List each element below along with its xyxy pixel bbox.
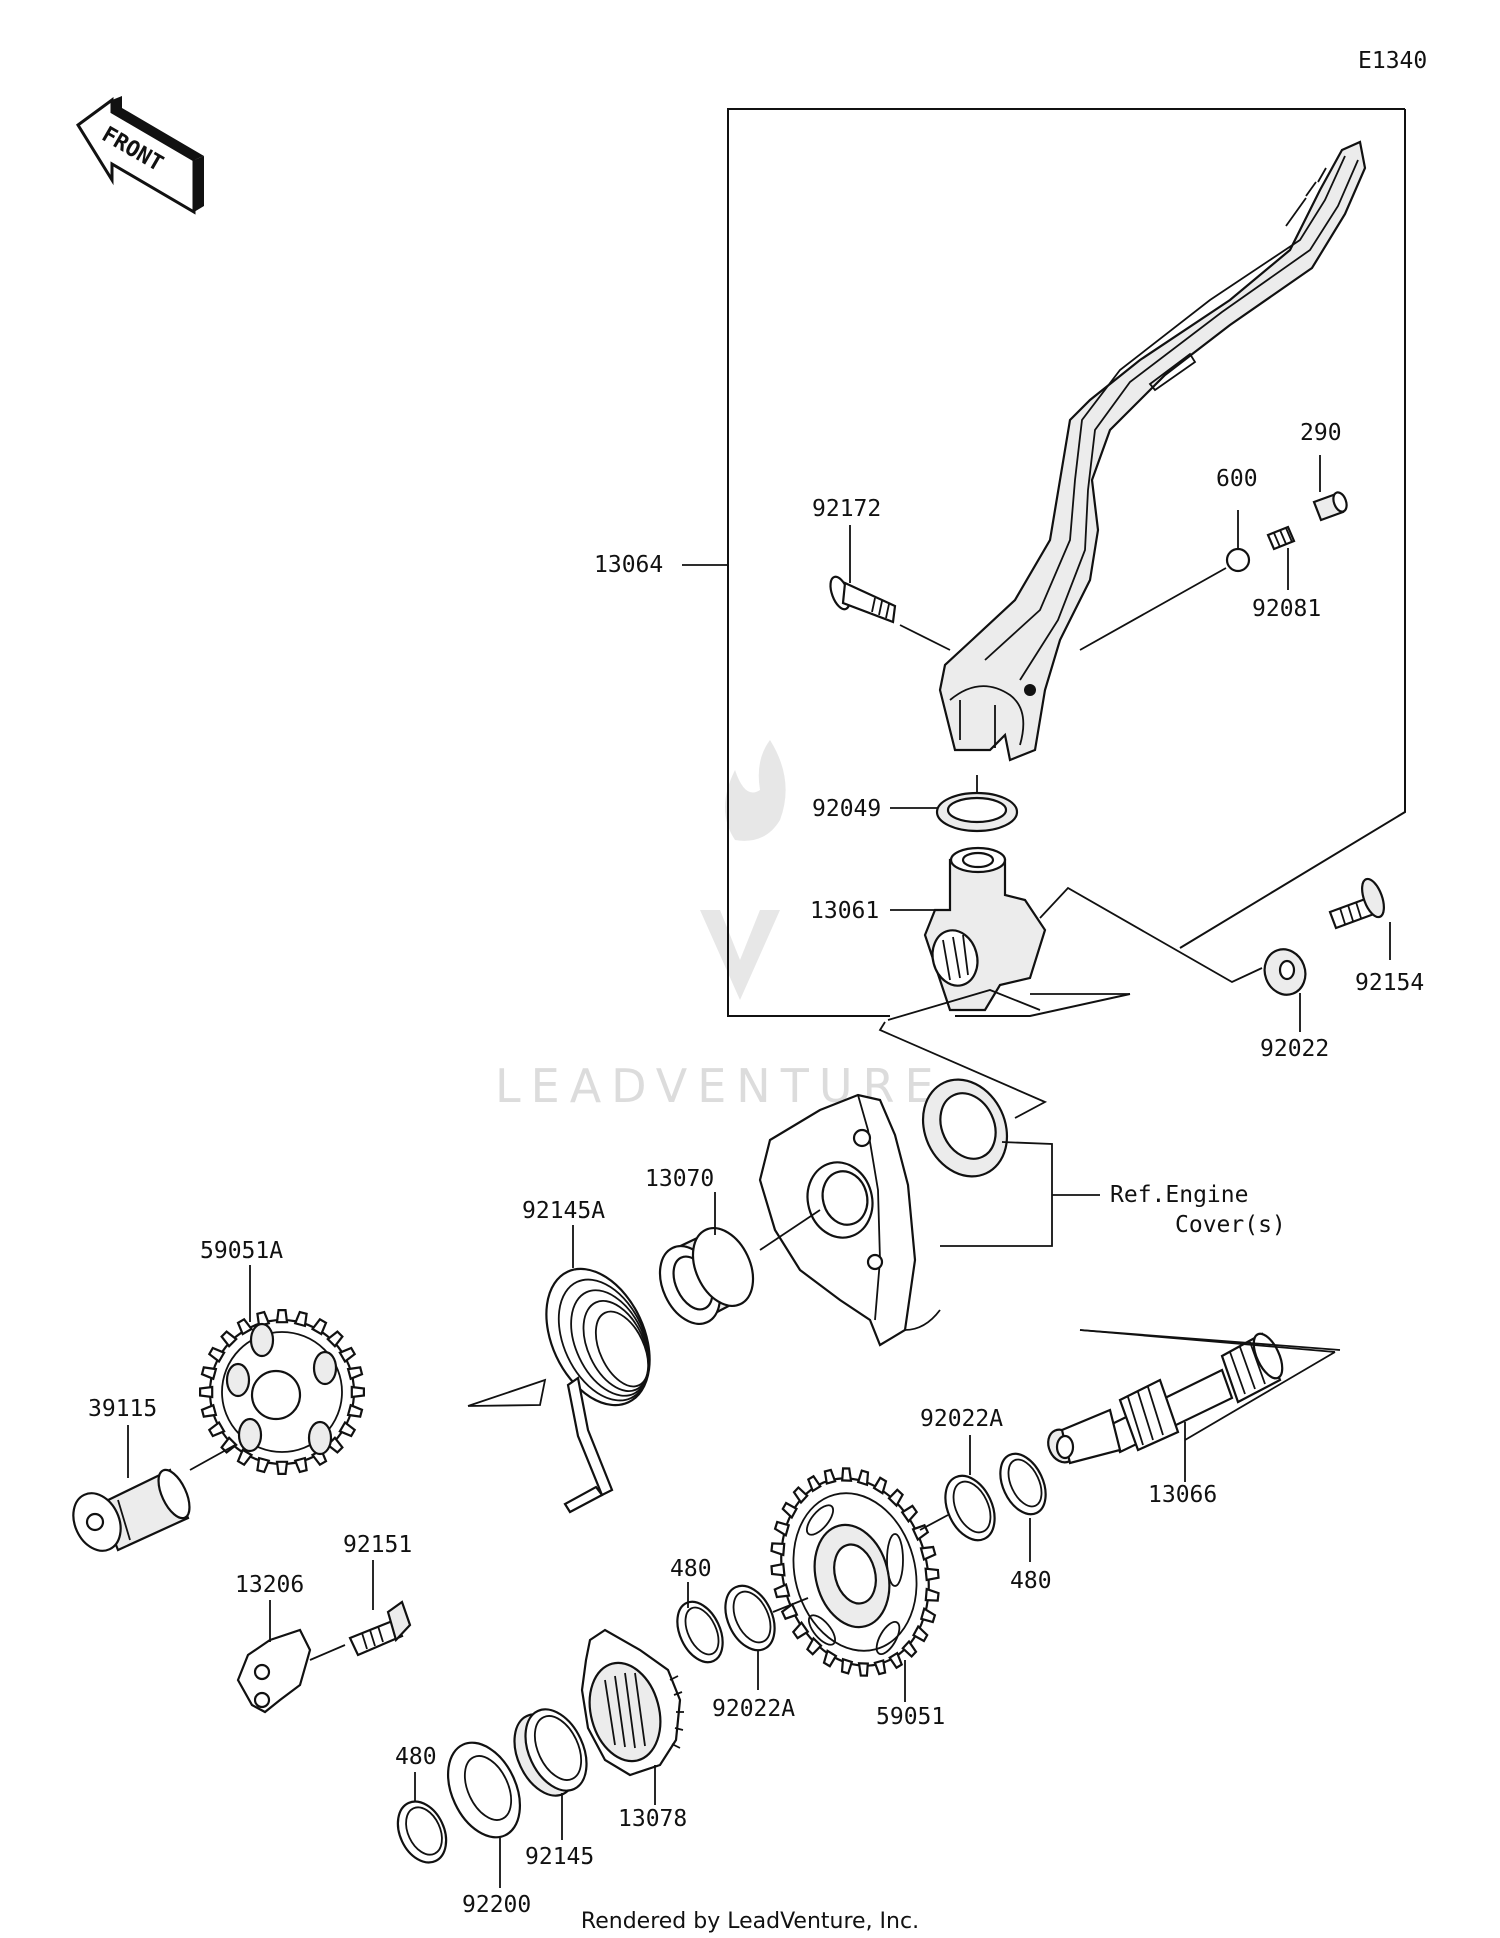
label-92145A: 92145A — [522, 1198, 605, 1224]
washer-92200 — [447, 1741, 521, 1839]
label-92022: 92022 — [1260, 1036, 1329, 1062]
circlip-480-mid — [676, 1600, 724, 1664]
ref-note-line1: Ref.Engine — [1110, 1182, 1248, 1208]
spring-92081 — [1266, 525, 1296, 551]
label-92172: 92172 — [812, 496, 881, 522]
label-13078: 13078 — [618, 1806, 687, 1832]
bolt-92151 — [348, 1600, 412, 1657]
boss-13061 — [923, 846, 1047, 1012]
ball-600 — [1225, 547, 1251, 573]
label-92145: 92145 — [525, 1844, 594, 1870]
label-39115: 39115 — [88, 1396, 157, 1422]
seal-92049 — [935, 791, 1019, 833]
label-92022A-bottom: 92022A — [712, 1696, 795, 1722]
label-92154: 92154 — [1355, 970, 1424, 996]
label-13066: 13066 — [1148, 1482, 1217, 1508]
front-arrow-icon: FRONT — [75, 96, 204, 215]
washer-92022 — [1263, 948, 1307, 996]
label-59051A: 59051A — [200, 1238, 283, 1264]
gear-59051A — [199, 1308, 365, 1476]
kick-pedal-lever — [938, 140, 1367, 762]
label-59051: 59051 — [876, 1704, 945, 1730]
label-92081: 92081 — [1252, 596, 1321, 622]
label-13070: 13070 — [645, 1166, 714, 1192]
shaft-39115 — [72, 1468, 191, 1552]
label-13064: 13064 — [594, 552, 663, 578]
set-screw-290 — [1312, 491, 1348, 522]
oil-seal — [921, 1078, 1009, 1178]
washer-92022A-bottom — [724, 1584, 776, 1652]
engine-cover-fragment — [758, 1093, 941, 1347]
label-92200: 92200 — [462, 1892, 531, 1918]
diagram-code: E1340 — [1358, 48, 1427, 74]
label-480-mid: 480 — [670, 1556, 712, 1582]
bolt-92154 — [1328, 877, 1385, 930]
label-480-left: 480 — [395, 1744, 437, 1770]
spring-92145A — [545, 1267, 651, 1514]
shaft-13066 — [1047, 1332, 1284, 1465]
label-92049: 92049 — [812, 796, 881, 822]
label-480-right: 480 — [1010, 1568, 1052, 1594]
label-13061: 13061 — [810, 898, 879, 924]
label-13206: 13206 — [235, 1572, 304, 1598]
label-600: 600 — [1216, 466, 1258, 492]
assembly-box — [727, 108, 1405, 1017]
gear-59051 — [770, 1467, 940, 1677]
plate-13206 — [236, 1628, 312, 1714]
bushing-13070 — [658, 1227, 755, 1325]
footer-credit: Rendered by LeadVenture, Inc. — [581, 1909, 919, 1934]
label-290: 290 — [1300, 420, 1342, 446]
label-92151: 92151 — [343, 1532, 412, 1558]
washer-92022A-top — [944, 1474, 996, 1542]
bolt-92172 — [829, 575, 897, 624]
circlip-480-right — [999, 1452, 1047, 1516]
label-92022A-top: 92022A — [920, 1406, 1003, 1432]
ratchet-13078 — [580, 1628, 684, 1777]
spring-92145 — [513, 1708, 588, 1797]
circlip-480-left — [396, 1800, 448, 1864]
ref-note-line2: Cover(s) — [1175, 1212, 1286, 1238]
leader-lines — [127, 455, 1391, 1888]
